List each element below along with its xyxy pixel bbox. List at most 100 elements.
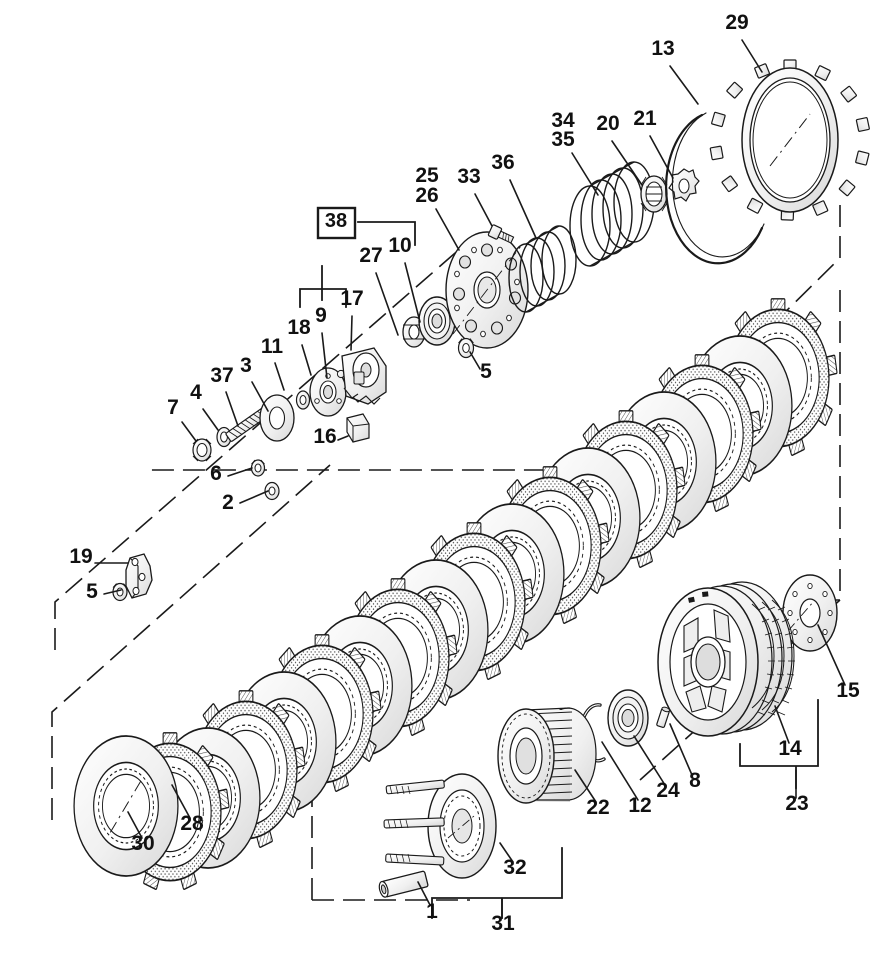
callout-number-19: 19	[69, 545, 92, 568]
callout-number-23: 23	[785, 792, 808, 815]
leader-line-3	[251, 381, 269, 412]
bracket-38-leader-right	[357, 221, 416, 246]
leader-line-1	[417, 881, 431, 906]
callout-number-25: 25	[415, 164, 439, 187]
part-21-lock-tab-washer	[668, 168, 700, 202]
callout-number-5: 5	[86, 580, 98, 603]
leader-line-18	[301, 344, 312, 376]
leader-line-7	[181, 421, 197, 442]
part-25-26-pressure-plate	[445, 231, 529, 349]
part-8-locating-pin	[656, 706, 671, 729]
part-33-adjuster-screw	[487, 224, 515, 244]
callout-number-21: 21	[633, 107, 657, 130]
leader-line-33	[474, 193, 493, 227]
group-boundary-upper-left	[54, 239, 471, 650]
part-24-ball-bearing	[607, 689, 649, 747]
callout-number-17: 17	[340, 287, 363, 310]
callout-number-8: 8	[689, 769, 701, 792]
part-30-steel-plate	[73, 735, 179, 877]
stud	[383, 779, 445, 866]
callout-number-16: 16	[313, 425, 336, 448]
part-6-small-nut	[250, 459, 266, 477]
leader-line-35	[571, 152, 599, 196]
callout-number-29: 29	[725, 11, 748, 34]
callout-number-34: 34	[551, 109, 575, 132]
part-19-cable-bracket	[125, 553, 153, 599]
callout-number-5: 5	[480, 360, 492, 383]
callout-number-3: 3	[240, 354, 252, 377]
callout-number-30: 30	[131, 832, 154, 855]
callout-number-20: 20	[596, 112, 619, 135]
leader-line-14	[774, 705, 790, 744]
part-32-stud-plate	[383, 773, 497, 879]
callout-number-36: 36	[491, 151, 514, 174]
callout-number-26: 26	[415, 184, 438, 207]
part-1-spacer-sleeve	[378, 870, 429, 898]
callout-number-10: 10	[388, 234, 411, 257]
callout-leader-lines	[94, 39, 846, 919]
leader-line-24	[633, 735, 666, 786]
leader-line-28	[171, 784, 191, 819]
callout-number-7: 7	[167, 396, 179, 419]
leader-line-15	[817, 624, 846, 686]
part-14-clutch-shell-sprocket	[657, 581, 795, 737]
leader-line-27	[375, 272, 399, 336]
leader-line-11	[274, 362, 285, 391]
part-3-large-washer	[259, 394, 295, 442]
leader-line-16	[337, 435, 349, 441]
part-7-flange-nut	[192, 438, 212, 462]
callout-number-32: 32	[503, 856, 526, 879]
leader-line-20	[611, 140, 643, 186]
leader-line-2	[239, 490, 269, 504]
callout-number-22: 22	[586, 796, 609, 819]
part-17-release-lever-housing	[341, 347, 387, 405]
leader-line-21	[649, 135, 674, 179]
leader-line-6	[227, 467, 253, 477]
leader-line-26	[435, 208, 460, 251]
callout-number-1: 1	[426, 900, 438, 923]
leader-line-36	[509, 179, 537, 239]
group-boundary-plate-left	[51, 464, 331, 820]
part-22-clutch-hub	[497, 707, 597, 804]
callout-number-14: 14	[778, 737, 802, 760]
callout-number-9: 9	[315, 304, 327, 327]
callout-number-28: 28	[180, 812, 204, 835]
leader-line-8	[669, 723, 693, 776]
part-36-inner-coil-spring	[508, 225, 577, 313]
leader-line-5	[469, 351, 481, 370]
leader-line-12	[601, 741, 639, 801]
part-2-small-washer	[264, 481, 280, 501]
callout-number-4: 4	[190, 381, 202, 404]
bracket-23	[739, 699, 819, 789]
part-15-retainer-plate	[782, 574, 838, 652]
callout-number-27: 27	[359, 244, 382, 267]
leader-line-9	[321, 332, 328, 379]
leader-line-30	[127, 811, 143, 839]
callout-box-38	[316, 206, 357, 240]
callout-number-6: 6	[210, 462, 222, 485]
callout-number-24: 24	[656, 779, 680, 802]
leader-line-10	[404, 262, 421, 323]
leader-line-13	[669, 65, 699, 105]
leader-line-32	[499, 842, 514, 863]
callout-number-35: 35	[551, 128, 575, 151]
callout-number-38: 38	[325, 210, 347, 232]
part-13-wire-retaining-ring	[665, 112, 765, 265]
callout-number-37: 37	[210, 364, 233, 387]
leader-line-37	[225, 391, 239, 427]
callout-number-12: 12	[628, 794, 651, 817]
part-11-small-washer	[295, 390, 311, 410]
callout-number-18: 18	[287, 316, 311, 339]
bracket-38-span	[299, 288, 347, 308]
callout-number-2: 2	[222, 491, 234, 514]
part-20-hex-lock-nut	[640, 175, 668, 213]
part-10-ball-bearing	[418, 296, 456, 346]
callout-number-31: 31	[491, 912, 515, 935]
leader-line-17	[350, 315, 353, 351]
part-5-nut-lower	[112, 582, 128, 602]
callout-number-11: 11	[261, 335, 284, 358]
part-18-release-plate	[309, 367, 347, 417]
